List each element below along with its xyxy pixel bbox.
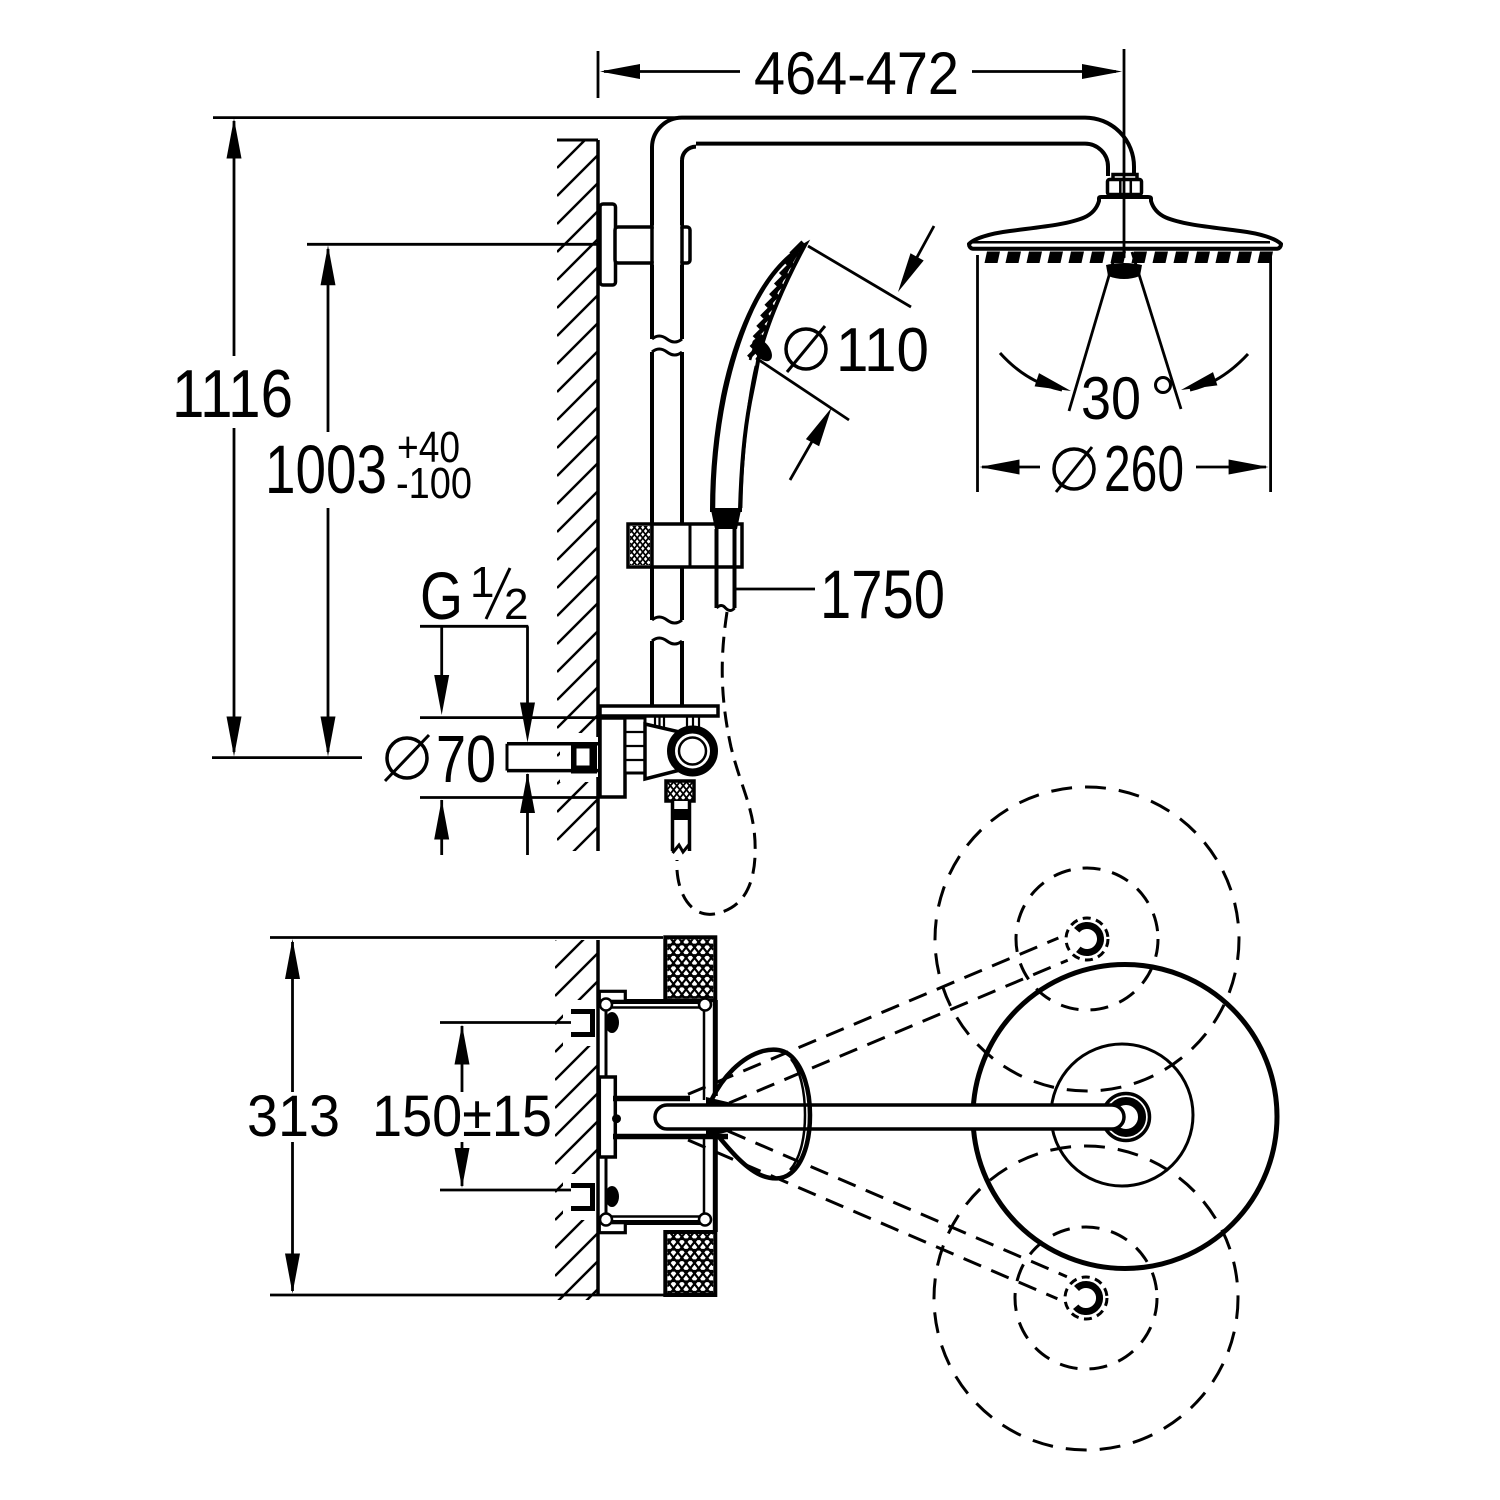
svg-text:110: 110: [836, 316, 929, 385]
svg-text:-100: -100: [396, 459, 472, 508]
svg-text:30: 30: [1081, 365, 1141, 432]
svg-text:70: 70: [436, 722, 496, 797]
svg-text:464-472: 464-472: [754, 40, 959, 107]
svg-text:260: 260: [1104, 432, 1184, 505]
svg-text:313: 313: [247, 1084, 340, 1149]
svg-text:G: G: [420, 559, 463, 634]
svg-text:150±15: 150±15: [372, 1084, 552, 1149]
svg-text:1750: 1750: [820, 556, 945, 633]
svg-text:+40: +40: [397, 423, 460, 472]
svg-text:1003: 1003: [265, 431, 387, 508]
svg-text:1: 1: [470, 558, 494, 607]
svg-text:2: 2: [504, 580, 528, 629]
svg-text:1116: 1116: [172, 356, 293, 432]
